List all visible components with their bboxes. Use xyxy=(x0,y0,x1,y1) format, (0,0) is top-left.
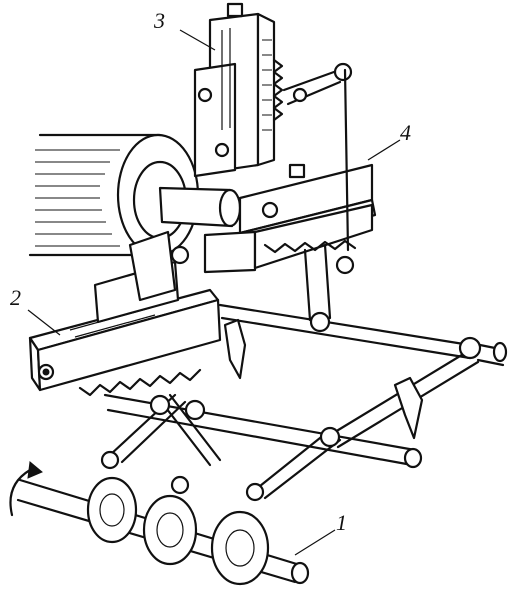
label-1: 1 xyxy=(336,510,347,535)
cam-shaft xyxy=(9,461,310,586)
label-4: 4 xyxy=(400,120,411,145)
drum xyxy=(28,133,242,257)
vertical-slide-block xyxy=(193,2,353,178)
lower-slide-block xyxy=(28,230,222,397)
upper-slide-block xyxy=(203,68,377,322)
label-3: 3 xyxy=(153,8,165,33)
leader-lines xyxy=(27,29,401,556)
label-2: 2 xyxy=(10,285,21,310)
linkages xyxy=(100,303,508,502)
